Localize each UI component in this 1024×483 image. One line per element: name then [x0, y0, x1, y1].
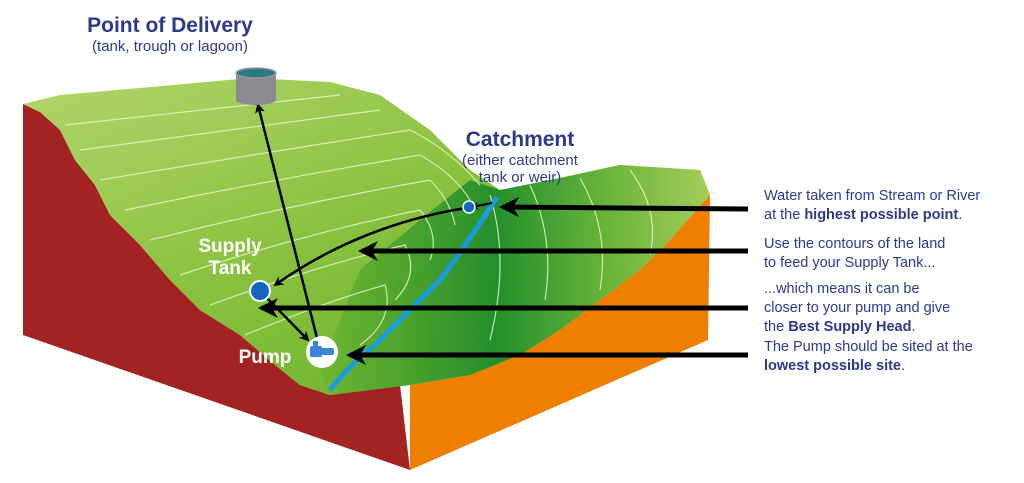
arrow-catchment-to-supply — [273, 206, 467, 287]
pump-label: Pump — [238, 347, 292, 368]
point-of-delivery-subtitle: (tank, trough or lagoon) — [92, 38, 248, 56]
cylinder-tank-icon — [235, 67, 277, 105]
note-1-bold: highest possible point — [804, 206, 959, 223]
contour-lines — [64, 94, 653, 346]
catchment-marker-icon — [462, 200, 476, 214]
supply-tank-line1: Supply — [198, 236, 262, 257]
note-1-line1: Water taken from Stream or River — [764, 188, 981, 204]
note-supply-head: ...which means it can be closer to your … — [764, 280, 950, 337]
point-of-delivery-label: Point of Delivery (tank, trough or lagoo… — [70, 14, 270, 55]
arrow-supply-to-pump — [261, 292, 310, 342]
note-2-line1: Use the contours of the land — [764, 236, 946, 252]
note-1-suffix: . — [958, 206, 963, 223]
supply-tank-line2: Tank — [208, 257, 252, 279]
pointer-arrows — [255, 103, 749, 365]
note-3-prefix: the — [764, 318, 789, 335]
pump-icon — [306, 336, 338, 368]
note-3-line1: ...which means it can be — [764, 281, 920, 297]
note-2-line2: to feed your Supply Tank... — [764, 254, 936, 271]
catchment-subtitle-2: tank or weir) — [478, 169, 562, 187]
arrow-highest-point — [499, 197, 749, 218]
note-3-bold: Best Supply Head — [788, 318, 912, 335]
supply-tank-label: Supply Tank — [190, 236, 270, 280]
note-3-line3: the Best Supply Head. — [764, 318, 950, 337]
catchment-title: Catchment — [465, 128, 575, 151]
note-pump-site: The Pump should be sited at the lowest p… — [764, 338, 973, 376]
point-of-delivery-title: Point of Delivery — [87, 14, 253, 37]
note-1-prefix: at the — [764, 206, 805, 223]
catchment-label: Catchment (either catchment tank or weir… — [440, 128, 600, 187]
left-cliff-face — [23, 104, 410, 470]
front-soil-face — [410, 195, 710, 470]
note-3-line2: closer to your pump and give — [764, 299, 951, 316]
note-4-suffix: . — [901, 357, 906, 374]
note-4-bold: lowest possible site — [764, 357, 901, 374]
note-1-line2: at the highest possible point. — [764, 206, 980, 225]
valley-shading — [320, 165, 710, 395]
catchment-subtitle-1: (either catchment — [462, 152, 578, 170]
note-4-line2: lowest possible site. — [764, 357, 973, 376]
note-3-suffix: . — [911, 318, 916, 335]
note-highest-point: Water taken from Stream or River at the … — [764, 187, 980, 225]
arrow-pump-to-delivery — [255, 103, 319, 339]
supply-tank-marker-icon — [249, 280, 271, 302]
note-4-line1: The Pump should be sited at the — [764, 339, 973, 355]
note-contours: Use the contours of the land to feed you… — [764, 235, 945, 273]
